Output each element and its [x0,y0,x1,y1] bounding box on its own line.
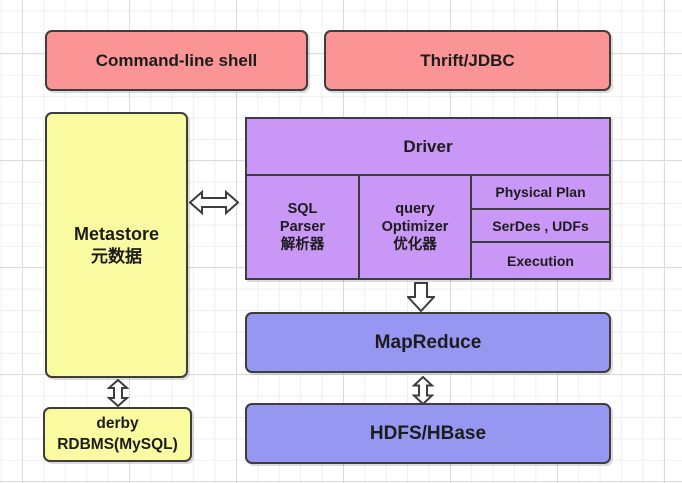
sql-parser-line1: SQL [287,201,318,217]
driver-right-column: Physical Plan SerDes , UDFs Execution [472,176,609,278]
sql-parser-node: SQL Parser 解析器 [247,176,360,278]
execution-node: Execution [472,243,609,278]
sql-parser-line2: Parser [279,219,326,235]
sql-parser-line3: 解析器 [280,237,325,253]
metastore-label: Metastore [73,224,160,245]
metastore-derby-double-arrow-icon [107,379,129,407]
query-optimizer-line2: Optimizer [381,219,449,235]
driver-mapreduce-down-arrow-icon [407,282,435,312]
driver-body: SQL Parser 解析器 query Optimizer 优化器 Physi… [247,176,609,278]
hdfs-hbase-node: HDFS/HBase [245,403,611,464]
hdfs-hbase-label: HDFS/HBase [369,422,487,444]
query-optimizer-line3: 优化器 [393,237,437,253]
derby-rdbms-node: derby RDBMS(MySQL) [43,407,192,462]
metastore-label-zh: 元数据 [91,246,142,266]
command-line-shell-node: Command-line shell [45,30,308,91]
mapreduce-hdfs-double-arrow-icon [412,376,434,405]
derby-label-line1: derby [96,415,139,433]
query-optimizer-node: query Optimizer 优化器 [360,176,472,278]
mapreduce-node: MapReduce [245,312,611,373]
serdes-udfs-node: SerDes , UDFs [472,210,609,243]
driver-node: Driver SQL Parser 解析器 query Optimizer 优化… [245,117,611,280]
command-line-shell-label: Command-line shell [95,50,258,70]
physical-plan-label: Physical Plan [495,184,586,200]
derby-label-line2: RDBMS(MySQL) [57,435,178,453]
thrift-jdbc-node: Thrift/JDBC [324,30,611,91]
mapreduce-label: MapReduce [374,331,482,353]
serdes-udfs-label: SerDes , UDFs [492,217,589,234]
driver-header: Driver [247,119,609,176]
thrift-jdbc-label: Thrift/JDBC [420,50,515,70]
query-optimizer-line1: query [395,201,435,217]
execution-label: Execution [507,252,574,269]
metastore-node: Metastore 元数据 [45,112,188,378]
physical-plan-node: Physical Plan [472,176,609,210]
metastore-driver-double-arrow-icon [189,189,239,216]
driver-label: Driver [403,136,453,156]
